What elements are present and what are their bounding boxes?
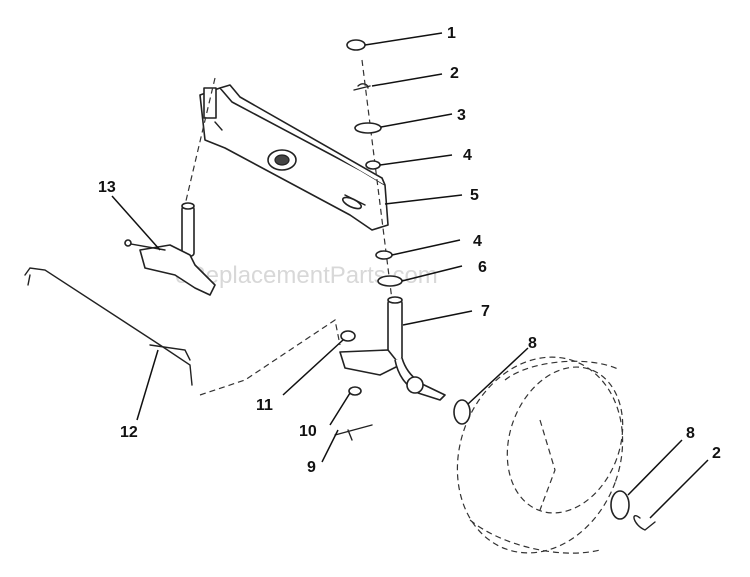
axis-line-right — [361, 59, 393, 301]
nut-part-11 — [340, 330, 356, 342]
clip-part-2-right — [633, 515, 656, 531]
bushing-part-4-lower — [375, 250, 393, 260]
callout-4-upper: 4 — [463, 147, 472, 164]
leader-lines — [111, 32, 709, 519]
tie-rod-link-line — [199, 319, 341, 396]
axle-beam — [199, 84, 389, 231]
left-spindle — [124, 202, 216, 296]
callout-9: 9 — [307, 459, 316, 476]
callout-labels: 1 2 3 4 5 4 6 7 8 8 2 9 10 11 12 13 — [98, 25, 721, 476]
washer-part-6 — [377, 275, 403, 287]
callout-2-upper: 2 — [450, 65, 459, 82]
washer-part-8-left — [453, 399, 471, 425]
callout-11: 11 — [256, 397, 273, 414]
callout-1: 1 — [447, 25, 456, 42]
callout-6: 6 — [478, 259, 487, 276]
washer-part-10 — [348, 386, 362, 396]
callout-5: 5 — [470, 187, 479, 204]
tire-outline — [456, 356, 624, 554]
cotter-part-2 — [353, 83, 371, 91]
callout-8-left: 8 — [528, 335, 537, 352]
callout-13: 13 — [98, 179, 116, 196]
washer-part-8-right — [610, 490, 630, 520]
bushing-part-4-upper — [365, 160, 381, 170]
axis-line-left — [184, 77, 216, 206]
washer-part-3 — [354, 122, 382, 134]
callout-3: 3 — [457, 107, 466, 124]
callout-7: 7 — [481, 303, 490, 320]
callout-2-right: 2 — [712, 445, 721, 462]
cap-part-1 — [346, 39, 366, 51]
callout-10: 10 — [299, 423, 317, 440]
callout-4-lower: 4 — [473, 233, 482, 250]
right-spindle — [339, 296, 446, 401]
callout-12: 12 — [120, 424, 138, 441]
pin-part-9 — [334, 424, 373, 441]
tie-rod — [24, 267, 193, 386]
callout-8-right: 8 — [686, 425, 695, 442]
